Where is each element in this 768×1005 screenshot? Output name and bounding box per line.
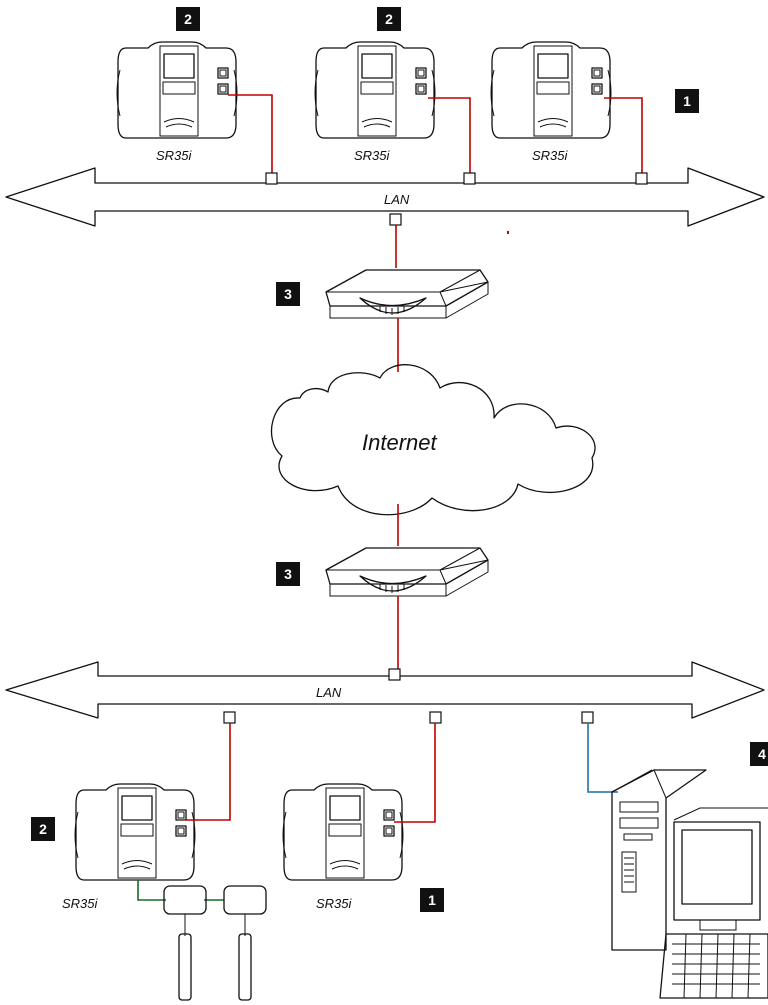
badge-1	[420, 888, 444, 912]
link-pc	[587, 723, 618, 793]
sr35i-device-3	[490, 41, 612, 139]
sensor-2	[223, 885, 267, 915]
link-sensors	[137, 880, 224, 901]
badge-2	[31, 817, 55, 841]
sensor-1	[163, 885, 207, 915]
link-bottom-1	[186, 723, 231, 821]
internet-cloud	[270, 364, 596, 516]
sr35i-device-4	[74, 783, 196, 881]
lan-port	[265, 172, 278, 185]
sensor-probe-1	[178, 933, 192, 1001]
router-bottom	[325, 547, 489, 597]
speck	[507, 231, 509, 234]
lan-port	[389, 213, 402, 226]
sensor-probe-2	[238, 933, 252, 1001]
badge-2	[377, 7, 401, 31]
sr35i-device-2	[314, 41, 436, 139]
badge-4	[750, 742, 768, 766]
lan-port	[429, 711, 442, 724]
badge-4-text: 4	[758, 746, 766, 762]
lan-bus-top	[5, 167, 765, 227]
badge-1	[675, 89, 699, 113]
lan-port	[463, 172, 476, 185]
internet-label: Internet	[362, 430, 437, 455]
sr35i-device-5	[282, 783, 404, 881]
link-top-2	[428, 97, 471, 174]
badge-1-text: 1	[428, 892, 436, 908]
badge-3-text: 3	[284, 286, 292, 302]
router-top	[325, 269, 489, 319]
badge-2-text: 2	[385, 11, 393, 27]
badge-3	[276, 282, 300, 306]
badge-2-text: 2	[39, 821, 47, 837]
link-top-1	[228, 94, 273, 174]
device-label-2: SR35i	[354, 148, 391, 163]
lan-port	[635, 172, 648, 185]
badge-2-text: 2	[184, 11, 192, 27]
device-label-3: SR35i	[532, 148, 569, 163]
lan-label-bottom: LAN	[316, 685, 342, 700]
link-bottom-2	[394, 723, 436, 823]
sr35i-device-1	[116, 41, 238, 139]
device-label-5: SR35i	[316, 896, 353, 911]
lan-label-top: LAN	[384, 192, 410, 207]
lan-port	[581, 711, 594, 724]
pc-workstation	[611, 769, 768, 999]
badge-2	[176, 7, 200, 31]
lan-bus-bottom	[5, 661, 765, 719]
sensor-wire	[184, 914, 246, 936]
badge-3-text: 3	[284, 566, 292, 582]
lan-port	[388, 668, 401, 681]
link-top-3	[604, 97, 643, 174]
lan-port	[223, 711, 236, 724]
device-label-1: SR35i	[156, 148, 193, 163]
device-label-4: SR35i	[62, 896, 99, 911]
badge-3	[276, 562, 300, 586]
badge-1-text: 1	[683, 93, 691, 109]
